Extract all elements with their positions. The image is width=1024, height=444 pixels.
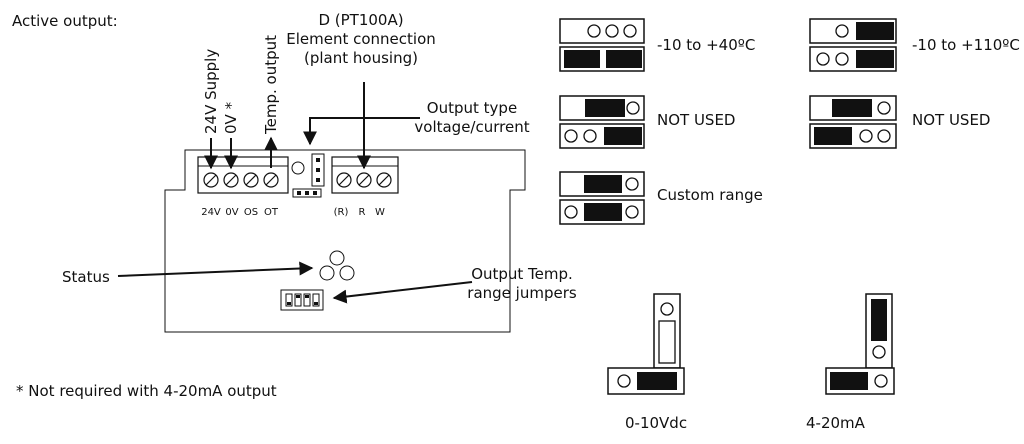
label-d-pt100a: D (PT100A) <box>318 11 404 29</box>
jumper-setting-4-20ma <box>825 293 895 395</box>
label-range-jumpers: range jumpers <box>467 284 577 302</box>
jumper-setting-minus10-to-110 <box>809 18 897 72</box>
label-0v: 0V * <box>222 101 240 134</box>
label-voltage-current: voltage/current <box>414 118 530 136</box>
range-label-not-used-1: NOT USED <box>657 111 736 129</box>
terminal-label-ot: OT <box>264 207 279 218</box>
arrow-range-jumpers <box>332 281 473 304</box>
status-leds <box>319 250 355 281</box>
terminal-screw-r-bracket <box>336 172 352 188</box>
board-range-jumpers <box>280 289 324 311</box>
terminal-label-w: W <box>375 207 385 218</box>
output-label-4-20ma: 4-20mA <box>806 414 865 432</box>
jumper-setting-not-used-2 <box>809 95 897 149</box>
range-label-minus10-to-40: -10 to +40ºC <box>657 36 756 54</box>
label-status: Status <box>62 268 110 286</box>
label-plant-housing: (plant housing) <box>304 49 418 67</box>
jumper-setting-0-10vdc <box>607 293 685 395</box>
callout-arrows <box>117 82 473 304</box>
label-24v-supply: 24V Supply <box>202 49 220 134</box>
label-output-type: Output type <box>426 99 518 117</box>
terminal-screw-24v <box>203 172 219 188</box>
range-label-minus10-to-110: -10 to +110ºC <box>912 36 1020 54</box>
terminal-screw-ot <box>263 172 279 188</box>
jumper-setting-custom-range <box>559 171 645 225</box>
terminal-label-24v: 24V <box>201 207 221 218</box>
arrow-output-type <box>303 117 420 146</box>
terminal-screw-r <box>356 172 372 188</box>
terminal-label-0v: 0V <box>225 207 238 218</box>
label-temp-output: Temp. output <box>262 35 280 135</box>
jumper-setting-not-used-1 <box>559 95 645 149</box>
arrow-status <box>117 261 314 277</box>
board-outline <box>164 149 526 333</box>
output-label-0-10vdc: 0-10Vdc <box>625 414 688 432</box>
terminal-screw-os <box>243 172 259 188</box>
terminal-screw-0v <box>223 172 239 188</box>
label-output-temp: Output Temp. <box>471 265 573 283</box>
jumper-setting-minus10-to-40 <box>559 18 645 72</box>
terminal-label-r-bracket: (R) <box>334 207 349 218</box>
range-label-custom: Custom range <box>657 186 763 204</box>
terminal-screw-w <box>376 172 392 188</box>
footnote: * Not required with 4-20mA output <box>16 382 277 400</box>
terminal-label-os: OS <box>244 207 258 218</box>
heading-active-output: Active output: <box>12 12 118 30</box>
output-type-jumper <box>291 153 325 198</box>
terminal-label-r: R <box>359 207 366 218</box>
label-element-connection: Element connection <box>286 30 436 48</box>
range-label-not-used-2: NOT USED <box>912 111 991 129</box>
